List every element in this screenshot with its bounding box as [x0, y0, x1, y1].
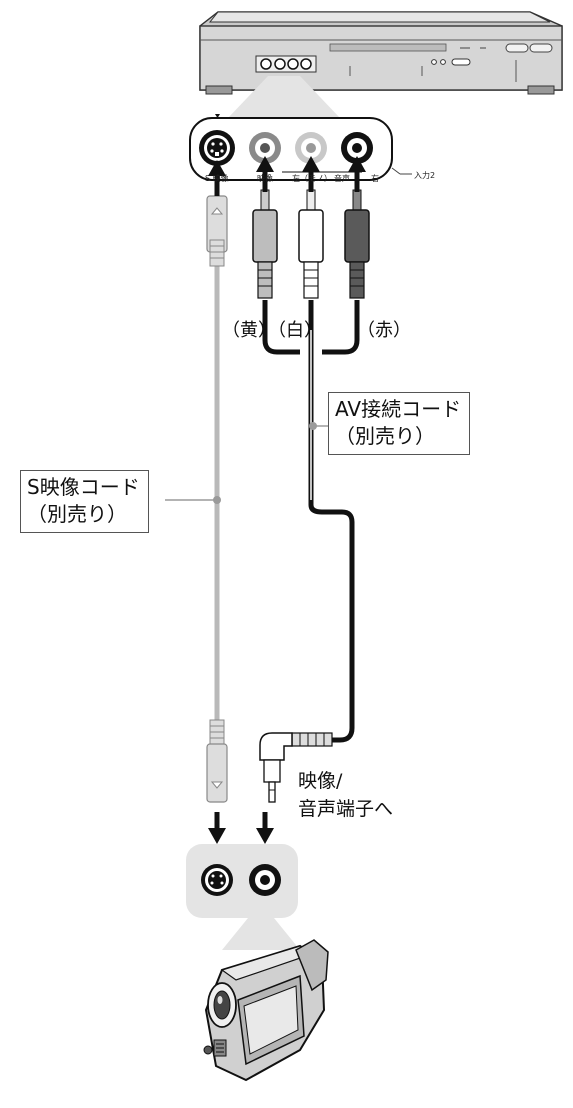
- label-yellow: （黄）: [222, 320, 276, 341]
- dvd-recorder: [199, 11, 563, 118]
- audio-left-jack-white: [295, 132, 327, 164]
- insertion-arrows-top: [208, 156, 366, 196]
- label-s-video: S 映像: [205, 174, 229, 183]
- mini-plug: [259, 732, 333, 803]
- audio-right-jack-red: [341, 132, 373, 164]
- insertion-arrows-bottom: [208, 812, 274, 844]
- av-cord-label-line2: （別売り）: [335, 424, 435, 448]
- label-white: （白）: [268, 320, 322, 341]
- camcorder-jack-label-line1: 映像/: [298, 770, 343, 792]
- white-rca-plug: [298, 189, 324, 299]
- camcorder: [203, 939, 329, 1082]
- s-video-plug-bottom: [206, 719, 228, 803]
- av-cord-yellow-branch: [262, 300, 300, 355]
- s-video-cord-label: S映像コード （別売り）: [20, 470, 149, 533]
- camcorder-jack-panel: [186, 844, 300, 950]
- camcorder-jack-label: 映像/ 音声端子へ: [298, 767, 393, 823]
- s-video-cord-label-line2: （別売り）: [27, 502, 127, 526]
- s-video-cord-label-line1: S映像コード: [27, 475, 140, 499]
- s-video-jack: [199, 130, 235, 166]
- label-left-mono: 左（モノ）: [292, 174, 332, 183]
- label-audio: 音声: [334, 174, 350, 183]
- input-terminal-panel: [189, 114, 412, 181]
- label-right: 右: [371, 174, 379, 183]
- label-red: （赤）: [357, 320, 411, 341]
- camcorder-av-jack: [249, 864, 281, 896]
- av-cord-red-branch: [322, 300, 360, 355]
- av-cord-label-line1: AV接続コード: [335, 397, 462, 421]
- label-input-2: 入力2: [414, 171, 436, 180]
- red-rca-plug: [344, 189, 370, 299]
- video-jack-yellow: [249, 132, 281, 164]
- yellow-rca-plug: [252, 189, 278, 299]
- s-video-plug-top: [206, 195, 228, 267]
- label-video: 映像: [257, 174, 273, 183]
- av-cord-main: [308, 300, 355, 743]
- camcorder-s-video-jack: [201, 864, 233, 896]
- av-cord-label: AV接続コード （別売り）: [328, 392, 471, 455]
- camcorder-jack-label-line2: 音声端子へ: [298, 798, 394, 820]
